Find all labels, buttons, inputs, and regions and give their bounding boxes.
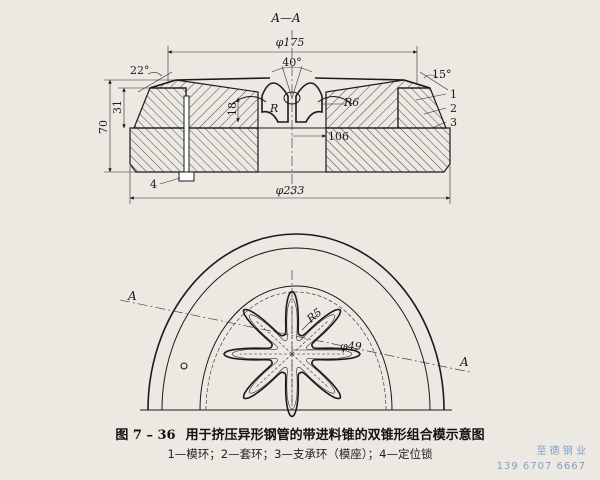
dim-18: 18 bbox=[226, 102, 239, 116]
sleeve-ring-left bbox=[133, 87, 187, 129]
angle-leg bbox=[281, 65, 293, 99]
petal-right bbox=[295, 82, 323, 123]
support-ring-left bbox=[129, 127, 259, 173]
dim-70: 70 bbox=[97, 120, 110, 134]
ring-arc bbox=[161, 247, 431, 411]
dim-15: 15° bbox=[432, 68, 452, 81]
leader-4 bbox=[159, 177, 181, 185]
part-label-2: 2 bbox=[450, 102, 457, 115]
wall-curve-left bbox=[231, 96, 267, 105]
angle-arc-22 bbox=[147, 72, 163, 77]
angle-leg bbox=[291, 65, 303, 99]
part-label-1: 1 bbox=[450, 88, 457, 101]
support-ring-right bbox=[325, 127, 451, 173]
part-label-4: 4 bbox=[150, 178, 157, 191]
petal-left bbox=[261, 82, 289, 123]
star-ray bbox=[254, 319, 293, 355]
watermark-company: 至 德 钢 业 bbox=[536, 446, 586, 457]
star-ray bbox=[291, 319, 330, 355]
petal-tip bbox=[283, 91, 301, 105]
dim-r6: R6 bbox=[343, 96, 359, 109]
cut-mark-right: A bbox=[459, 355, 469, 369]
dim-r5: R5 bbox=[304, 306, 325, 326]
angle-arc-15 bbox=[423, 74, 439, 79]
dim-49: φ49 bbox=[340, 340, 362, 353]
star-ray bbox=[254, 353, 293, 389]
dim-22: 22° bbox=[130, 64, 150, 77]
figure-title: 用于挤压异形钢管的带进料锥的双锥形组合模示意图 bbox=[185, 428, 485, 443]
cut-plane-line bbox=[119, 299, 471, 373]
dim-106: 106 bbox=[328, 130, 349, 143]
dim-175: φ175 bbox=[276, 36, 305, 49]
angle-ref-22 bbox=[137, 71, 173, 93]
dim-233: φ233 bbox=[276, 184, 305, 197]
dim-r: R bbox=[269, 102, 278, 115]
watermark-phone: 139 6707 6667 bbox=[496, 461, 586, 472]
figure-caption: 图 7 – 36 用于挤压异形钢管的带进料锥的双锥形组合模示意图 bbox=[0, 424, 600, 443]
leader-2 bbox=[423, 107, 447, 115]
figure-number: 图 7 – 36 bbox=[115, 428, 176, 443]
inner-ring-arc bbox=[199, 285, 393, 411]
locator-hole bbox=[180, 362, 188, 370]
locating-bolt bbox=[183, 95, 190, 181]
cut-mark-left: A bbox=[127, 289, 137, 303]
leader-r5 bbox=[301, 313, 319, 331]
star-profile bbox=[223, 290, 361, 418]
hidden-arc bbox=[205, 291, 387, 411]
wall-curve-right bbox=[317, 96, 353, 105]
dim-31: 31 bbox=[111, 100, 124, 114]
star-ray bbox=[291, 353, 330, 389]
section-title: A—A bbox=[270, 11, 301, 25]
section-view: A—A φ175 40° bbox=[97, 11, 457, 204]
outer-ring-arc bbox=[147, 233, 445, 411]
leader-3 bbox=[431, 121, 447, 129]
leader-1 bbox=[415, 93, 447, 101]
plan-view: A A R5 φ49 bbox=[119, 233, 471, 418]
die-bore bbox=[257, 127, 327, 173]
angle-arc-40 bbox=[271, 66, 313, 73]
sleeve-ring-right bbox=[397, 87, 447, 129]
part-label-3: 3 bbox=[450, 116, 457, 129]
bolt-head bbox=[178, 171, 195, 182]
figure-legend: 1—模环；2—套环；3—支承环（模座）；4—定位锁 bbox=[167, 447, 433, 461]
watermark: 至 德 钢 业 139 6707 6667 bbox=[497, 444, 586, 474]
angle-ref-15 bbox=[419, 71, 449, 91]
dim-40: 40° bbox=[282, 56, 302, 69]
